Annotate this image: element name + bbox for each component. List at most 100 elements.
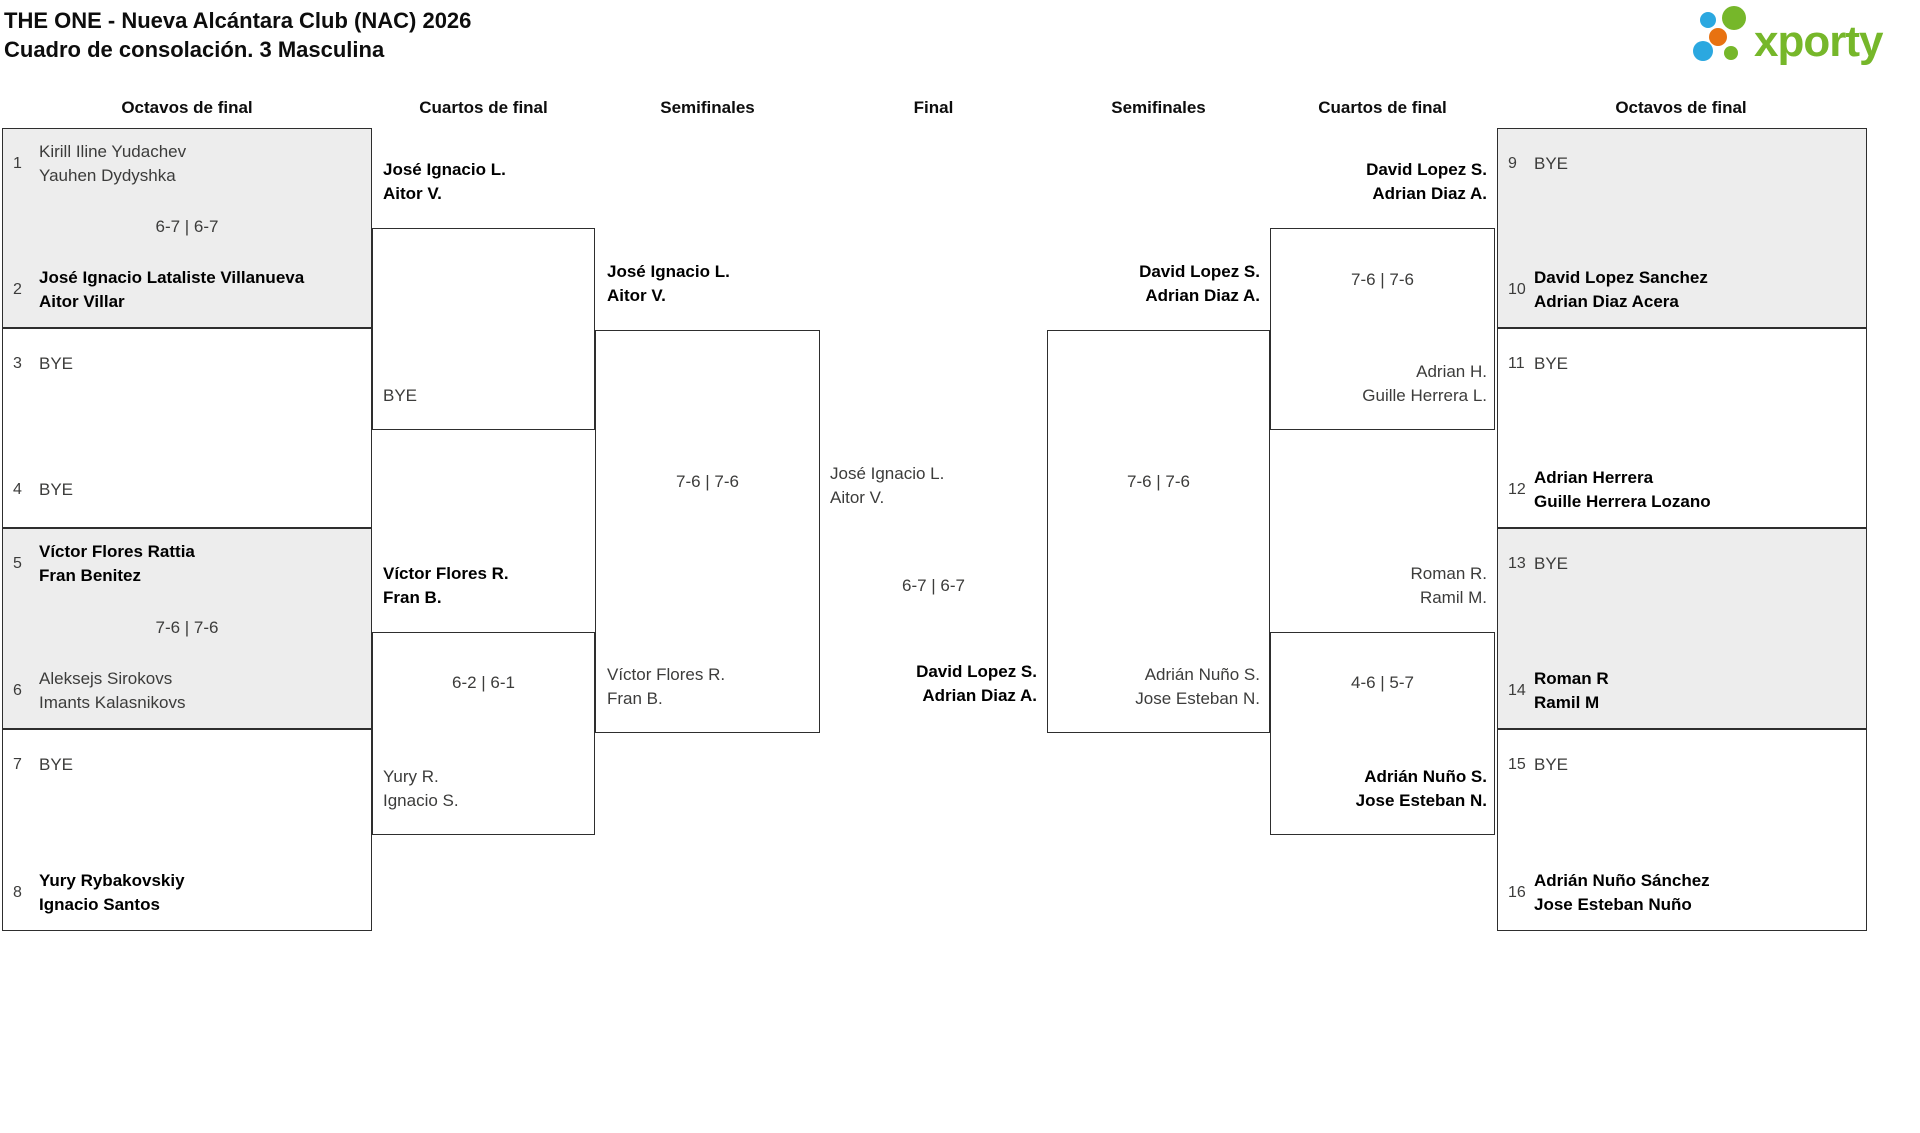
logo-dot-orange — [1709, 28, 1727, 46]
team-name-line: Imants Kalasnikovs — [39, 693, 186, 712]
team-names: Yury Rybakovskiy Ignacio Santos — [39, 869, 185, 917]
team-names: BYE — [39, 352, 73, 376]
team-names: José Ignacio Lataliste Villanueva Aitor … — [39, 266, 304, 314]
team-name-line: Fran B. — [607, 689, 663, 708]
page-title: THE ONE - Nueva Alcántara Club (NAC) 202… — [4, 8, 472, 33]
team-name-line: BYE — [39, 354, 74, 373]
team-name-line: David Lopez Sanchez — [1534, 268, 1708, 287]
team-names: Adrián Nuño Sánchez Jose Esteban Nuño — [1534, 869, 1710, 917]
team-name-line: Víctor Flores R. — [383, 564, 509, 583]
seed-number: 9 — [1508, 155, 1517, 172]
seed-number: 10 — [1508, 281, 1526, 298]
team-name-line: Roman R. — [1410, 564, 1487, 583]
team-name-line: Adrian H. — [1416, 362, 1487, 381]
qf-right-2-score: 4-6 | 5-7 — [1350, 673, 1414, 692]
match-box-octavos-4[interactable]: 7 BYE 8 Yury Rybakovskiy Ignacio Santos — [2, 729, 372, 931]
final-score: 6-7 | 6-7 — [901, 576, 965, 595]
team-names: Aleksejs Sirokovs Imants Kalasnikovs — [39, 667, 185, 715]
qf-right-1-bottom-team: Adrian H. Guille Herrera L. — [1167, 360, 1487, 408]
sf-right-bottom-team: Adrián Nuño S. Jose Esteban N. — [940, 663, 1260, 711]
team-name-line: Aitor Villar — [39, 292, 125, 311]
match-box-quarterfinal-left-2[interactable] — [372, 632, 595, 835]
team-name-line: Fran B. — [383, 588, 442, 607]
match-box-octavos-3[interactable]: 5 Víctor Flores Rattia Fran Benitez 7-6 … — [2, 528, 372, 729]
match-box-quarterfinal-right-1[interactable] — [1270, 228, 1495, 430]
seed-number: 16 — [1508, 884, 1526, 901]
team-name-line: BYE — [383, 386, 418, 405]
seed-number: 8 — [13, 884, 22, 901]
qf-right-2-top-team: Roman R. Ramil M. — [1167, 562, 1487, 610]
logo-wordmark: xporty — [1754, 17, 1884, 66]
team-names: BYE — [1534, 753, 1568, 777]
team-name-line: Adrian Diaz A. — [1145, 286, 1260, 305]
team-name-line: Jose Esteban N. — [1135, 689, 1260, 708]
team-entry-8: 8 Yury Rybakovskiy Ignacio Santos — [13, 869, 365, 917]
team-name-line: Adrian Herrera — [1534, 468, 1654, 487]
round-header-cuartos-right: Cuartos de final — [1318, 98, 1447, 117]
team-name-line: Ignacio S. — [383, 791, 459, 810]
team-name-line: Kirill Iline Yudachev — [39, 142, 187, 161]
team-name-line: Adrián Nuño S. — [1144, 665, 1260, 684]
team-name-line: Fran Benitez — [39, 566, 142, 585]
match-box-octavos-2[interactable]: 3 BYE 4 BYE — [2, 328, 372, 528]
sf-right-top-team: David Lopez S. Adrian Diaz A. — [940, 260, 1260, 308]
match-box-octavos-1[interactable]: 1 Kirill Iline Yudachev Yauhen Dydyshka … — [2, 128, 372, 328]
xporty-logo-graphic: xporty — [1693, 6, 1885, 66]
sf-left-score: 7-6 | 7-6 — [675, 472, 739, 491]
qf-right-2-bottom-team: Adrián Nuño S. Jose Esteban N. — [1167, 765, 1487, 813]
seed-number: 15 — [1508, 756, 1526, 773]
final-bottom-team: David Lopez S. Adrian Diaz A. — [717, 660, 1037, 708]
team-name-line: BYE — [1534, 554, 1569, 573]
seed-number: 12 — [1508, 481, 1526, 498]
match-score: 6-7 | 6-7 — [155, 217, 219, 236]
match-box-octavos-6[interactable]: 11 BYE 12 Adrian Herrera Guille Herrera … — [1497, 328, 1867, 528]
match-box-semifinal-right[interactable] — [1047, 330, 1270, 733]
team-name-line: Aleksejs Sirokovs — [39, 669, 173, 688]
team-entry-15: 15 BYE — [1508, 741, 1860, 789]
team-name-line: BYE — [39, 755, 74, 774]
qf-right-1-score: 7-6 | 7-6 — [1350, 270, 1414, 289]
team-entry-11: 11 BYE — [1508, 340, 1860, 388]
team-name-line: José Ignacio L. — [830, 464, 945, 483]
seed-number: 14 — [1508, 682, 1526, 699]
team-name-line: José Ignacio L. — [607, 262, 730, 281]
seed-number: 6 — [13, 682, 22, 699]
match-box-quarterfinal-left-1[interactable] — [372, 228, 595, 430]
team-name-line: Guille Herrera Lozano — [1534, 492, 1711, 511]
team-name-line: Jose Esteban Nuño — [1534, 895, 1692, 914]
logo-dot-blue-medium — [1693, 41, 1713, 61]
team-names: BYE — [39, 753, 73, 777]
match-box-octavos-5[interactable]: 9 BYE 10 David Lopez Sanchez Adrian Diaz… — [1497, 128, 1867, 328]
team-name-line: Yury Rybakovskiy — [39, 871, 185, 890]
team-name-line: Adrián Nuño Sánchez — [1534, 871, 1710, 890]
match-box-quarterfinal-right-2[interactable] — [1270, 632, 1495, 835]
team-name-line: Ignacio Santos — [39, 895, 160, 914]
sf-right-score: 7-6 | 7-6 — [1126, 472, 1190, 491]
team-entry-12: 12 Adrian Herrera Guille Herrera Lozano — [1508, 466, 1860, 514]
qf-left-2-score: 6-2 | 6-1 — [451, 673, 515, 692]
match-box-semifinal-left[interactable] — [595, 330, 820, 733]
team-name-line: Roman R — [1534, 669, 1609, 688]
team-entry-9: 9 BYE — [1508, 140, 1860, 188]
team-name-line: Adrian Diaz A. — [1372, 184, 1487, 203]
team-name-line: BYE — [1534, 354, 1569, 373]
team-name-line: Aitor V. — [383, 184, 442, 203]
seed-number: 11 — [1508, 355, 1525, 372]
team-entry-6: 6 Aleksejs Sirokovs Imants Kalasnikovs — [13, 667, 365, 715]
sf-left-bottom-team: Víctor Flores R. Fran B. — [607, 663, 725, 711]
team-entry-4: 4 BYE — [13, 466, 365, 514]
team-names: Víctor Flores Rattia Fran Benitez — [39, 540, 195, 588]
match-box-octavos-8[interactable]: 15 BYE 16 Adrián Nuño Sánchez Jose Esteb… — [1497, 729, 1867, 931]
logo-dot-green-large — [1722, 6, 1746, 30]
team-name-line: BYE — [39, 480, 74, 499]
team-name-line: David Lopez S. — [1366, 160, 1487, 179]
match-box-octavos-7[interactable]: 13 BYE 14 Roman R Ramil M — [1497, 528, 1867, 729]
final-top-team: José Ignacio L. Aitor V. — [830, 462, 944, 510]
xporty-logo[interactable]: xporty — [1690, 4, 1916, 70]
round-header-cuartos-left: Cuartos de final — [419, 98, 548, 117]
team-name-line: José Ignacio L. — [383, 160, 506, 179]
round-header-semis-right: Semifinales — [1111, 98, 1206, 117]
team-entry-2: 2 José Ignacio Lataliste Villanueva Aito… — [13, 266, 365, 314]
seed-number: 1 — [13, 155, 22, 172]
